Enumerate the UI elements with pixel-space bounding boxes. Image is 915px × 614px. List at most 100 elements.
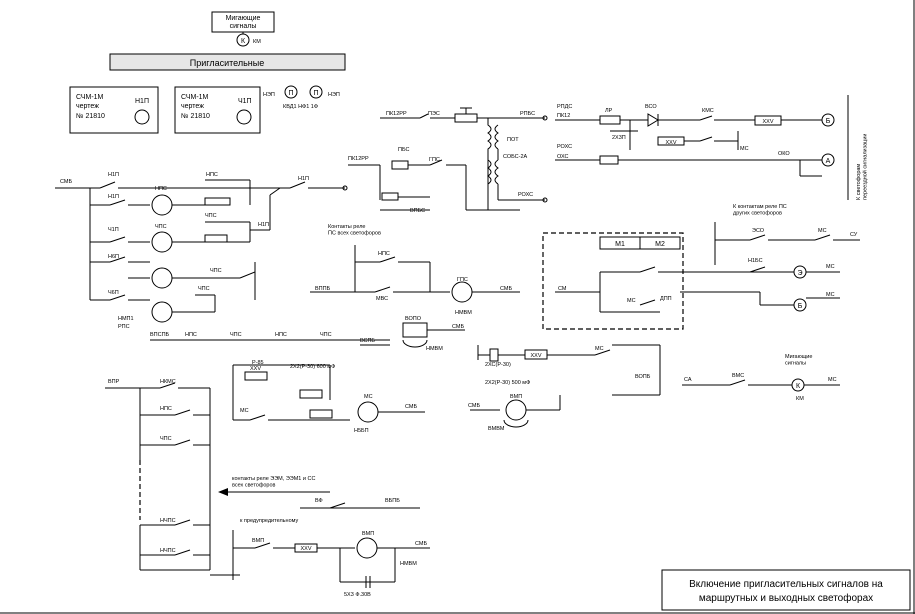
svg-text:2Х3П: 2Х3П xyxy=(612,135,626,141)
svg-text:ПОТ: ПОТ xyxy=(507,137,519,143)
svg-text:ВСО: ВСО xyxy=(645,104,657,110)
okc-label: ОХС xyxy=(557,154,569,160)
svg-text:МС: МС xyxy=(826,264,835,270)
svg-text:НЧПС: НЧПС xyxy=(160,548,176,554)
svg-text:НЭП: НЭП xyxy=(328,92,340,98)
svg-text:XXV: XXV xyxy=(665,140,676,146)
svg-text:РПС: РПС xyxy=(118,324,130,330)
svg-text:ВФ: ВФ xyxy=(315,498,323,504)
right-vertical-note: К светофорампереездной сигнализации xyxy=(856,134,868,200)
svg-text:ВМП: ВМП xyxy=(362,531,374,537)
svg-text:КМ: КМ xyxy=(796,396,804,402)
vmp-section: XXV МС ВОПБ 2ХС(Р-30) 2Х2(Р-30) 500 мФ С… xyxy=(468,344,661,432)
svg-text:М1: М1 xyxy=(615,241,625,248)
svg-text:XXV: XXV xyxy=(762,119,773,125)
svg-text:МС: МС xyxy=(240,408,249,414)
lower-left-section: ВПР НКМС НПС ЧПС НЧПС НЧПС контакты реле… xyxy=(105,360,430,598)
svg-text:Н1П: Н1П xyxy=(108,194,119,200)
svg-text:ПК12РР: ПК12РР xyxy=(386,111,407,117)
svg-text:ЧПС: ЧПС xyxy=(198,286,210,292)
svg-text:СМБ: СМБ xyxy=(500,286,512,292)
k-indicator xyxy=(236,33,250,47)
title-block: Включение пригласительных сигналов на ма… xyxy=(661,569,911,611)
panel-ch1p: СЧМ-1М чертеж № 21810 Ч1П xyxy=(174,86,261,134)
svg-text:НПС: НПС xyxy=(155,186,167,192)
svg-text:ЧПС: ЧПС xyxy=(205,213,217,219)
svg-text:ДПП: ДПП xyxy=(660,296,672,302)
svg-text:МС: МС xyxy=(826,292,835,298)
svg-text:ПБС: ПБС xyxy=(398,147,410,153)
lamp-icon xyxy=(236,109,252,125)
svg-text:2Х2(Р-30) 600 мФ: 2Х2(Р-30) 600 мФ xyxy=(290,364,335,370)
invitational-label: Пригласительные xyxy=(190,58,264,68)
svg-text:РПДС: РПДС xyxy=(557,104,572,110)
panel-n1p: СЧМ-1М чертеж № 21810 Н1П xyxy=(69,86,159,134)
svg-text:ЧПС: ЧПС xyxy=(210,268,222,274)
svg-text:НМВМ: НМВМ xyxy=(426,346,443,352)
svg-text:XXV: XXV xyxy=(530,353,541,359)
vopo-row: ВПСПБ НПС ЧПС НПС ЧПС ВСПБ ВОПО СМБ НМВМ xyxy=(150,316,465,352)
vpbs-label: ВПБС xyxy=(410,208,425,214)
svg-text:Р-85: Р-85 xyxy=(252,360,264,366)
svg-text:ЧПС: ЧПС xyxy=(160,436,172,442)
svg-text:СОБС-2А: СОБС-2А xyxy=(503,154,528,160)
svg-text:ЧПС: ЧПС xyxy=(155,224,167,230)
svg-text:СМБ: СМБ xyxy=(415,541,427,547)
svg-text:МС: МС xyxy=(364,394,373,400)
svg-text:ВМС: ВМС xyxy=(732,373,744,379)
svg-text:П: П xyxy=(288,90,293,97)
svg-text:ВБПБ: ВБПБ xyxy=(385,498,400,504)
title-line-1: Включение пригласительных сигналов на xyxy=(689,579,883,590)
pk12-label: ПК12 xyxy=(557,113,570,119)
svg-text:СУ: СУ xyxy=(850,232,858,238)
svg-text:ВПР: ВПР xyxy=(108,379,120,385)
svg-text:СА: СА xyxy=(684,377,692,383)
svg-text:ВМП: ВМП xyxy=(252,538,264,544)
svg-text:НПС: НПС xyxy=(206,172,218,178)
svg-text:2Х2(Р-30) 500 мФ: 2Х2(Р-30) 500 мФ xyxy=(485,380,530,386)
svg-text:Н1П: Н1П xyxy=(135,98,149,105)
svg-text:НКМС: НКМС xyxy=(160,379,176,385)
svg-text:Б: Б xyxy=(798,303,803,310)
svg-text:№ 21810: № 21810 xyxy=(181,113,210,120)
svg-text:Н1БС: Н1БС xyxy=(748,258,763,264)
svg-text:КМС: КМС xyxy=(702,108,714,114)
svg-text:ЭСО: ЭСО xyxy=(752,228,765,234)
lamp-icon xyxy=(134,109,150,125)
svg-text:ВОПБ: ВОПБ xyxy=(635,374,651,380)
svg-text:ВСПБ: ВСПБ xyxy=(360,338,375,344)
svg-text:ВППБ: ВППБ xyxy=(315,286,331,292)
svg-text:ЧПС: ЧПС xyxy=(320,332,332,338)
svg-text:СМБ: СМБ xyxy=(405,404,417,410)
svg-text:ПК12РР: ПК12РР xyxy=(348,156,369,162)
svg-text:МС: МС xyxy=(828,377,837,383)
svg-text:Н5БП: Н5БП xyxy=(354,428,369,434)
svg-text:МС: МС xyxy=(818,228,827,234)
svg-text:к предупредительному: к предупредительному xyxy=(240,518,298,524)
svg-text:МВС: МВС xyxy=(376,296,388,302)
mc-label: МС xyxy=(740,146,749,152)
top-right-section: РПДС ПК12 ЛР ВСО КМС XXV Б 2Х3П XXV МС Р… xyxy=(555,95,868,200)
left-relay-ladder: СМБ Н1П Н1П Н1П НПС НПС Ч1П ЧПС ЧПС xyxy=(55,172,348,330)
svg-text:НПС: НПС xyxy=(378,251,390,257)
svg-text:Ч6П: Ч6П xyxy=(108,290,119,296)
top-signs: НЭП П П НЭП КВД1 НФ1 1Ф xyxy=(263,85,340,110)
svg-text:МС: МС xyxy=(627,298,636,304)
svg-text:СМБ: СМБ xyxy=(452,324,464,330)
svg-text:Н1П: Н1П xyxy=(258,222,269,228)
svg-text:РОХС: РОХС xyxy=(518,192,533,198)
svg-text:ВМП: ВМП xyxy=(510,394,522,400)
svg-text:СЧМ-1М: СЧМ-1М xyxy=(181,94,209,101)
svg-text:НМВМ: НМВМ xyxy=(455,310,472,316)
svg-text:НЧПС: НЧПС xyxy=(160,518,176,524)
svg-text:КВД1 НФ1 1Ф: КВД1 НФ1 1Ф xyxy=(283,104,318,110)
svg-text:НПС: НПС xyxy=(160,406,172,412)
svg-text:5Х3 Ф.30В: 5Х3 Ф.30В xyxy=(344,592,371,598)
